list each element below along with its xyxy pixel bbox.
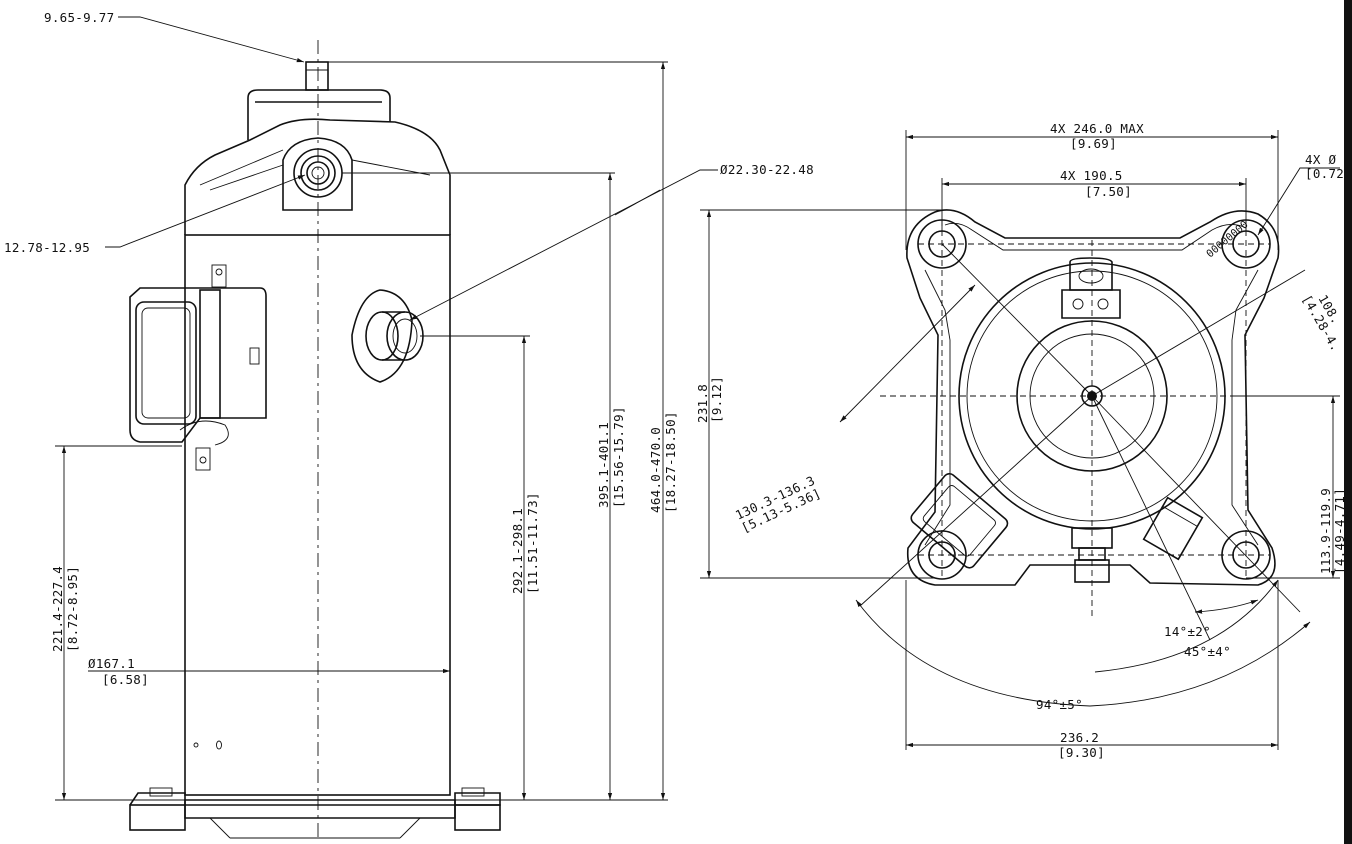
hole-spacing-in: [7.50] (1085, 184, 1132, 199)
depth-mm: 231.8 (695, 384, 710, 423)
angle-mid: 45°±4° (1184, 644, 1231, 659)
side-offset-in: [4.49-4.71] (1332, 488, 1347, 574)
side-view (55, 16, 718, 839)
top-fitting (305, 61, 329, 91)
suction-height-in: [11.51-11.73] (525, 492, 540, 594)
shell-dia-in: [6.58] (102, 672, 149, 687)
suction-port (351, 289, 413, 383)
foot-height-in: [8.72-8.95] (65, 566, 80, 652)
hole-spacing-mm: 4X 190.5 (1060, 168, 1123, 183)
top-fitting-dim: 9.65-9.77 (44, 10, 114, 25)
discharge-height-mm: 395.1-401.1 (596, 422, 611, 508)
hole-dia-in: [0.72 (1305, 166, 1344, 181)
base-width-mm: 236.2 (1060, 730, 1099, 745)
max-width-mm: 4X 246.0 MAX (1050, 121, 1144, 136)
port-fitting-dim: 12.78-12.95 (4, 240, 90, 255)
shell-dia-mm: Ø167.1 (88, 656, 135, 671)
overall-height-mm: 464.0-470.0 (648, 427, 663, 513)
overall-height-in: [18.27-18.50] (663, 411, 678, 513)
suction-dia: Ø22.30-22.48 (720, 162, 814, 177)
angle-small: 14°±2° (1164, 624, 1211, 639)
sheet-border (1344, 0, 1352, 844)
angle-large: 94°±5° (1036, 697, 1083, 712)
base-plate (906, 209, 1280, 586)
terminal-box (129, 264, 267, 471)
top-view: 00000000 (700, 130, 1340, 750)
base-width-in: [9.30] (1058, 745, 1105, 760)
depth-in: [9.12] (709, 376, 724, 423)
discharge-height-in: [15.56-15.79] (611, 406, 626, 508)
side-offset-mm: 113.9-119.9 (1318, 488, 1333, 574)
hole-dia-mm: 4X Ø (1305, 152, 1336, 167)
foot-height-mm: 221.4-227.4 (50, 566, 65, 652)
max-width-in: [9.69] (1070, 136, 1117, 151)
suction-height-mm: 292.1-298.1 (510, 508, 525, 594)
